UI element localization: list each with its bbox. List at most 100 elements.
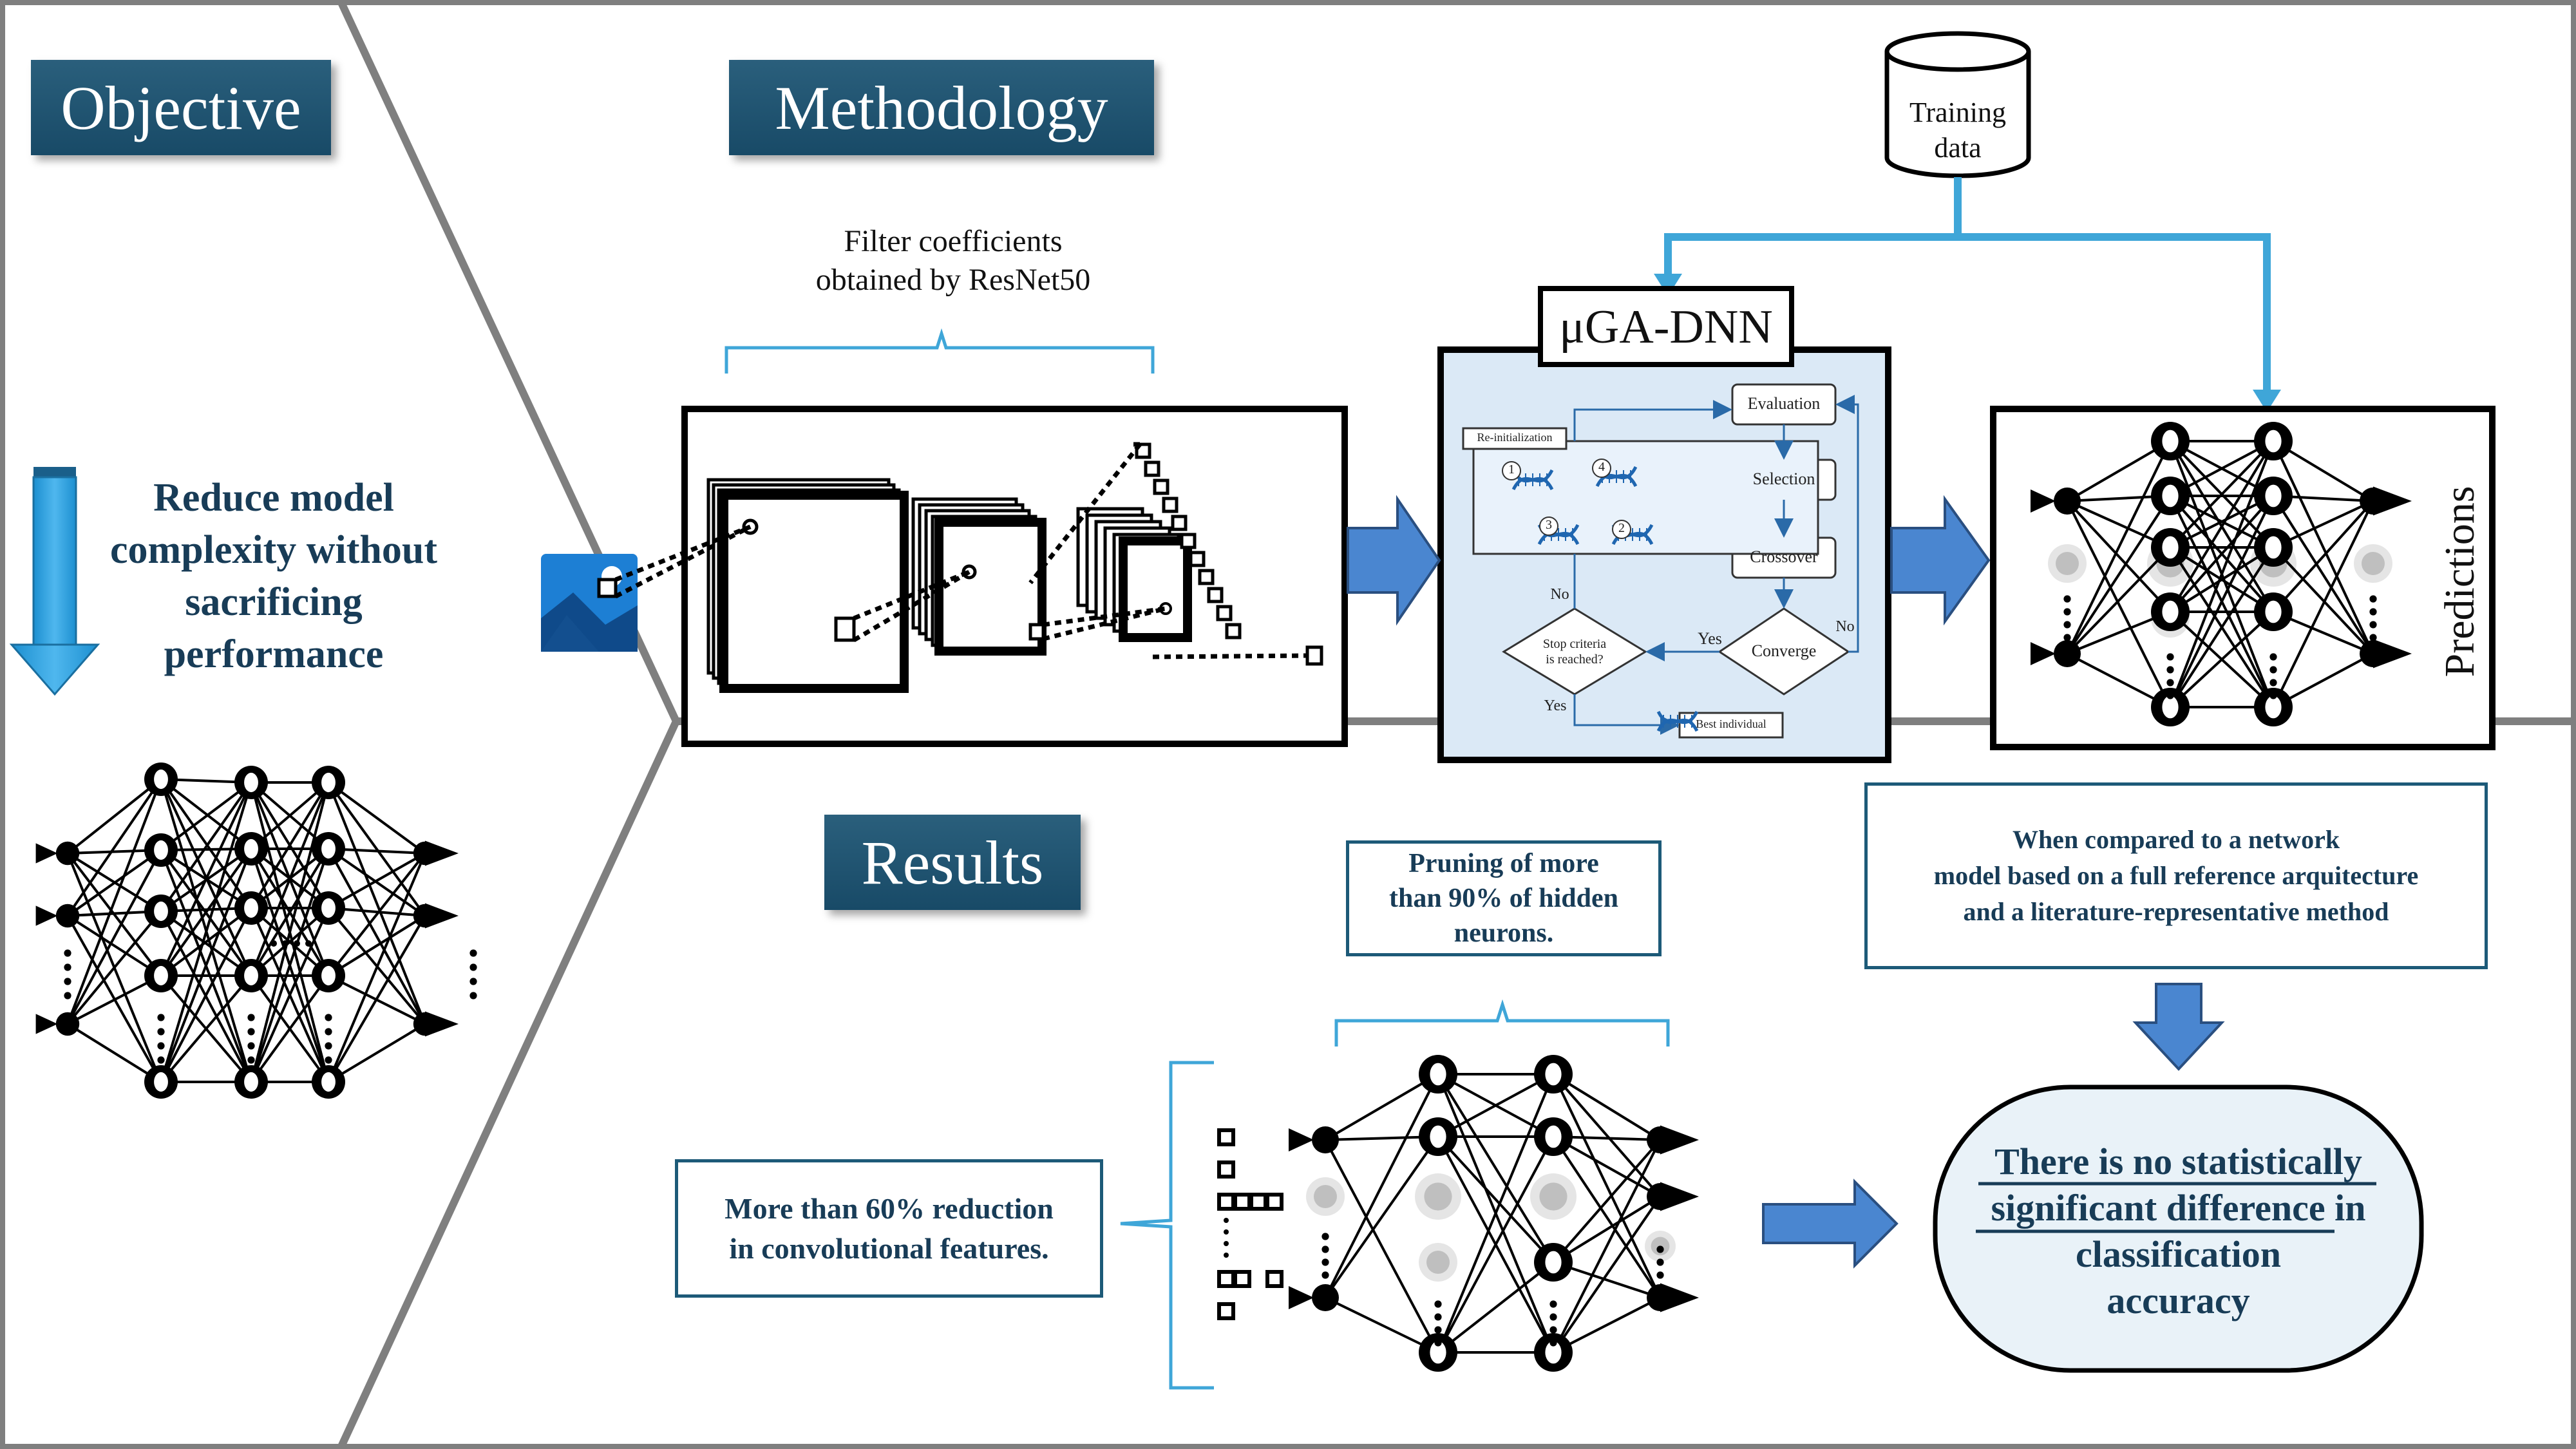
- connection: [2169, 440, 2275, 549]
- output-arrow: [1660, 1125, 1699, 1155]
- connection: [66, 1023, 162, 1083]
- input-arrow: [2031, 489, 2056, 513]
- connection: [1552, 1195, 1662, 1264]
- feature-square: [1265, 1270, 1283, 1288]
- ellipsis-dot: [157, 1042, 165, 1050]
- hidden-neuron-hole: [244, 898, 258, 918]
- hidden-neuron-hole: [2162, 696, 2179, 719]
- hidden-neuron-hole: [244, 838, 258, 859]
- hidden-neuron-hole: [1545, 1251, 1562, 1274]
- ga-best-label: Best individual: [1696, 717, 1766, 730]
- connection: [160, 848, 252, 977]
- input-arrow: [35, 1014, 58, 1034]
- ghost-neuron-core: [1424, 1182, 1452, 1211]
- conclusion-box: [1933, 1084, 2424, 1373]
- projection-line: [853, 569, 971, 621]
- connection: [1437, 1073, 1554, 1138]
- conclusion-text: There is no statistically significant di…: [1945, 1139, 2412, 1324]
- ellipsis-dot: [325, 1042, 332, 1050]
- ellipsis-dot: [325, 1014, 332, 1021]
- ga-number-4: 4: [1598, 460, 1605, 474]
- hidden-neuron-hole: [244, 965, 258, 986]
- ellipsis-dot: [247, 1042, 255, 1050]
- hidden-neuron-hole: [2265, 696, 2282, 719]
- results-header: Results: [824, 815, 1081, 910]
- objective-line-2: complexity without: [109, 528, 438, 572]
- hidden-neuron-hole: [154, 1072, 168, 1092]
- connection: [250, 907, 330, 977]
- hidden-neuron-hole: [2162, 484, 2179, 507]
- ellipsis-dot: [305, 940, 312, 947]
- feature-square: [1217, 1302, 1235, 1320]
- projection-line: [1028, 442, 1142, 585]
- ghost-neuron-core: [2362, 552, 2385, 575]
- connection: [160, 781, 252, 913]
- training-data-connector: [1664, 177, 2271, 393]
- ga-converge-label: Converge: [1751, 641, 1817, 660]
- ellipsis-dot: [1656, 1284, 1664, 1292]
- output-arrow: [425, 1011, 459, 1037]
- connection: [2169, 495, 2275, 708]
- connection: [2169, 546, 2275, 613]
- ellipsis-dot: [2369, 595, 2377, 603]
- ellipsis-dot: [294, 940, 300, 947]
- input-arrow: [35, 843, 58, 864]
- ellipsis-dot: [469, 963, 477, 971]
- output-arrow: [2373, 486, 2412, 516]
- feature-square: [1265, 1193, 1283, 1211]
- connection: [2272, 440, 2374, 654]
- feature-square: [1233, 1193, 1251, 1211]
- hidden-neuron-hole: [321, 772, 336, 793]
- connection: [66, 778, 162, 855]
- filter-label: Filter coefficients obtained by ResNet50: [760, 222, 1146, 299]
- connection: [1325, 1296, 1439, 1354]
- connection: [2066, 500, 2172, 613]
- hidden-neuron-hole: [321, 838, 336, 859]
- ellipsis-dot: [2063, 595, 2071, 603]
- connection: [327, 914, 426, 1083]
- ga-number-2: 2: [1618, 521, 1625, 535]
- ga-yes-stop: Yes: [1544, 697, 1567, 714]
- pruning-line-2: than 90% of hidden: [1389, 884, 1618, 913]
- feature-vector-cell: [1180, 533, 1197, 549]
- ellipsis-dot: [1321, 1233, 1329, 1240]
- connection: [160, 910, 252, 977]
- conclusion-line-3: classification: [2076, 1233, 2281, 1275]
- ellipsis-dot: [64, 978, 71, 985]
- connection: [250, 782, 330, 976]
- feature-vector-cell: [1198, 569, 1215, 585]
- connection: [1437, 1135, 1555, 1264]
- hidden-neuron-hole: [1545, 1063, 1562, 1086]
- objective-text: Reduce model complexity without sacrific…: [87, 472, 460, 681]
- input-neuron: [2054, 488, 2081, 515]
- comparison-line-3: and a literature-representative method: [1963, 897, 2389, 926]
- ellipsis-dot: [1224, 1241, 1229, 1246]
- pruning-line-3: neurons.: [1454, 918, 1554, 948]
- connection: [2066, 500, 2172, 708]
- connection: [250, 974, 330, 1083]
- connection: [1552, 1073, 1662, 1141]
- hidden-neuron-hole: [2265, 600, 2282, 623]
- input-neuron: [1312, 1284, 1339, 1311]
- connection: [1552, 1195, 1662, 1354]
- connection: [327, 852, 426, 977]
- ellipsis-dot: [1656, 1258, 1664, 1266]
- objective-line-1: Reduce model: [153, 476, 394, 520]
- connection: [160, 782, 252, 1083]
- arrowhead-to-uga: [1654, 274, 1682, 296]
- ga-number-1: 1: [1508, 462, 1515, 477]
- ellipsis-dot: [325, 1028, 332, 1036]
- ellipsis-dot: [1434, 1300, 1442, 1308]
- connection: [1324, 1073, 1439, 1141]
- connection: [2169, 440, 2275, 613]
- reduction-line-2: in convolutional features.: [729, 1231, 1049, 1265]
- ellipsis-dot: [1321, 1271, 1329, 1279]
- ellipsis-dot: [325, 1056, 332, 1064]
- ga-evaluation-label: Evaluation: [1747, 394, 1821, 413]
- ellipsis-dot: [1321, 1245, 1329, 1253]
- conclusion-line-4: accuracy: [2107, 1280, 2250, 1321]
- results-neural-net-icon: [1289, 1055, 1699, 1372]
- ellipsis-dot: [2063, 621, 2071, 629]
- reduction-line-1: More than 60% reduction: [724, 1191, 1054, 1225]
- arrow-cnn-to-uga: [1347, 495, 1441, 626]
